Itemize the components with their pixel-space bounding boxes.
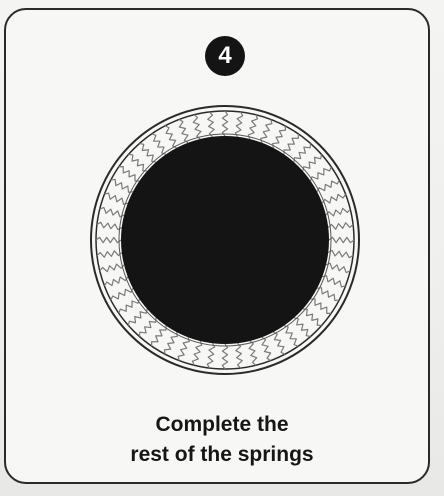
spring — [193, 115, 201, 139]
spring — [139, 318, 156, 337]
spring — [326, 263, 350, 272]
spring — [329, 237, 354, 242]
spring — [128, 154, 147, 171]
spring — [119, 167, 140, 181]
spring — [104, 193, 127, 204]
spring — [328, 250, 353, 257]
spring — [328, 223, 353, 229]
spring — [273, 126, 286, 148]
spring — [96, 237, 121, 242]
spring — [284, 326, 298, 347]
spring — [164, 332, 177, 354]
spring — [139, 143, 156, 162]
spring — [303, 154, 322, 171]
spring — [192, 341, 201, 365]
spring — [235, 112, 242, 137]
spring — [97, 222, 122, 229]
spring — [311, 167, 332, 181]
trampoline-mat — [121, 136, 329, 344]
spring — [152, 326, 166, 347]
spring — [165, 126, 177, 148]
spring — [294, 318, 311, 337]
spring — [273, 332, 285, 354]
spring — [128, 309, 147, 326]
spring — [317, 180, 339, 192]
instruction-caption: Complete the rest of the springs — [0, 410, 444, 470]
spring — [208, 112, 214, 137]
trampoline-illustration — [80, 95, 370, 385]
spring — [178, 337, 189, 360]
spring — [100, 264, 124, 272]
spring — [249, 341, 257, 365]
spring — [284, 134, 298, 155]
spring — [317, 288, 339, 301]
spring — [222, 111, 227, 136]
caption-line-1: Complete the — [0, 410, 444, 440]
spring — [236, 343, 242, 368]
spring — [104, 277, 127, 286]
spring — [262, 337, 271, 360]
spring — [248, 115, 257, 139]
spring — [111, 288, 133, 300]
spring — [322, 194, 345, 203]
spring — [261, 119, 272, 142]
spring — [311, 299, 332, 313]
spring — [207, 343, 214, 368]
spring — [294, 143, 311, 162]
spring — [100, 207, 124, 216]
step-number-badge: 4 — [205, 36, 245, 76]
spring — [111, 179, 133, 192]
spring — [303, 309, 322, 326]
spring — [152, 134, 166, 155]
spring — [119, 299, 140, 313]
spring — [322, 276, 345, 287]
caption-line-2: rest of the springs — [0, 440, 444, 470]
spring — [326, 208, 350, 216]
spring — [97, 251, 122, 257]
spring — [222, 344, 227, 369]
spring — [179, 119, 188, 142]
